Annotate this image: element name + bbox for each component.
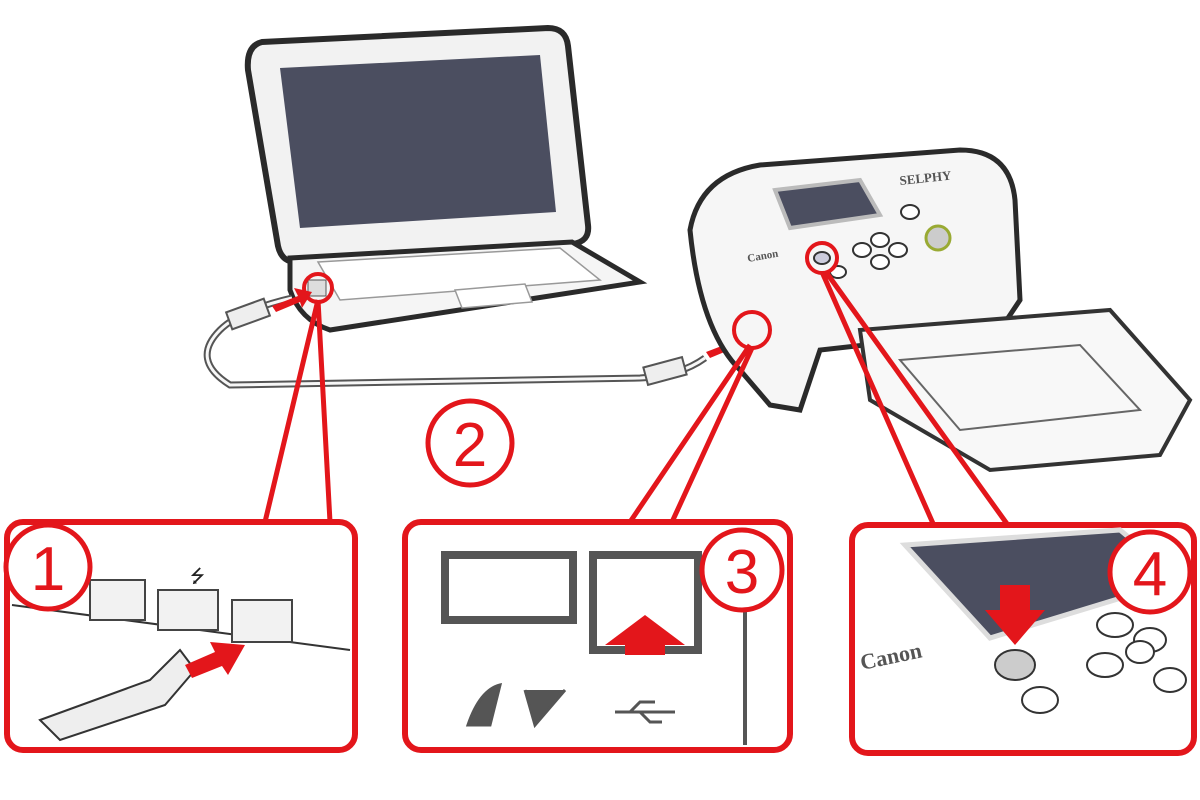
laptop <box>244 24 648 333</box>
insert-arrow <box>605 615 685 655</box>
step-3-number: 3 <box>725 538 759 607</box>
step-3-badge: 3 <box>699 527 785 613</box>
callout-3-printer-port <box>402 519 793 753</box>
step-1-badge: 1 <box>3 522 93 612</box>
press-arrow <box>985 585 1045 645</box>
usb-cable <box>203 294 708 389</box>
arrow-to-laptop-port <box>272 288 312 312</box>
printer-power-button <box>924 224 952 252</box>
printer-model-label: SELPHY <box>899 168 953 188</box>
print-button <box>994 649 1036 681</box>
step-2-number: 2 <box>453 411 487 480</box>
printer-print-button <box>813 251 831 265</box>
insert-arrow <box>185 642 245 678</box>
pictbridge-icon <box>465 682 567 729</box>
callout-1-laptop-port: ⭍ <box>4 519 358 753</box>
printer-brand-label: Canon <box>746 248 779 265</box>
step-4-badge: 4 <box>1107 529 1193 615</box>
laptop-usb-port <box>307 279 327 297</box>
step-1-number: 1 <box>31 535 65 604</box>
step-4-number: 4 <box>1133 540 1167 609</box>
laptop-screen <box>280 55 556 228</box>
callout-leaders <box>262 270 1013 530</box>
step-2-badge: 2 <box>425 398 515 488</box>
usb-symbol-icon: ⭍ <box>190 566 205 586</box>
printer-lcd <box>772 177 884 231</box>
laptop-touchpad <box>453 283 534 309</box>
usb-symbol-icon <box>615 700 675 724</box>
callout-4-print-button: Canon <box>849 522 1197 756</box>
printer: SELPHY Canon <box>687 147 1193 473</box>
